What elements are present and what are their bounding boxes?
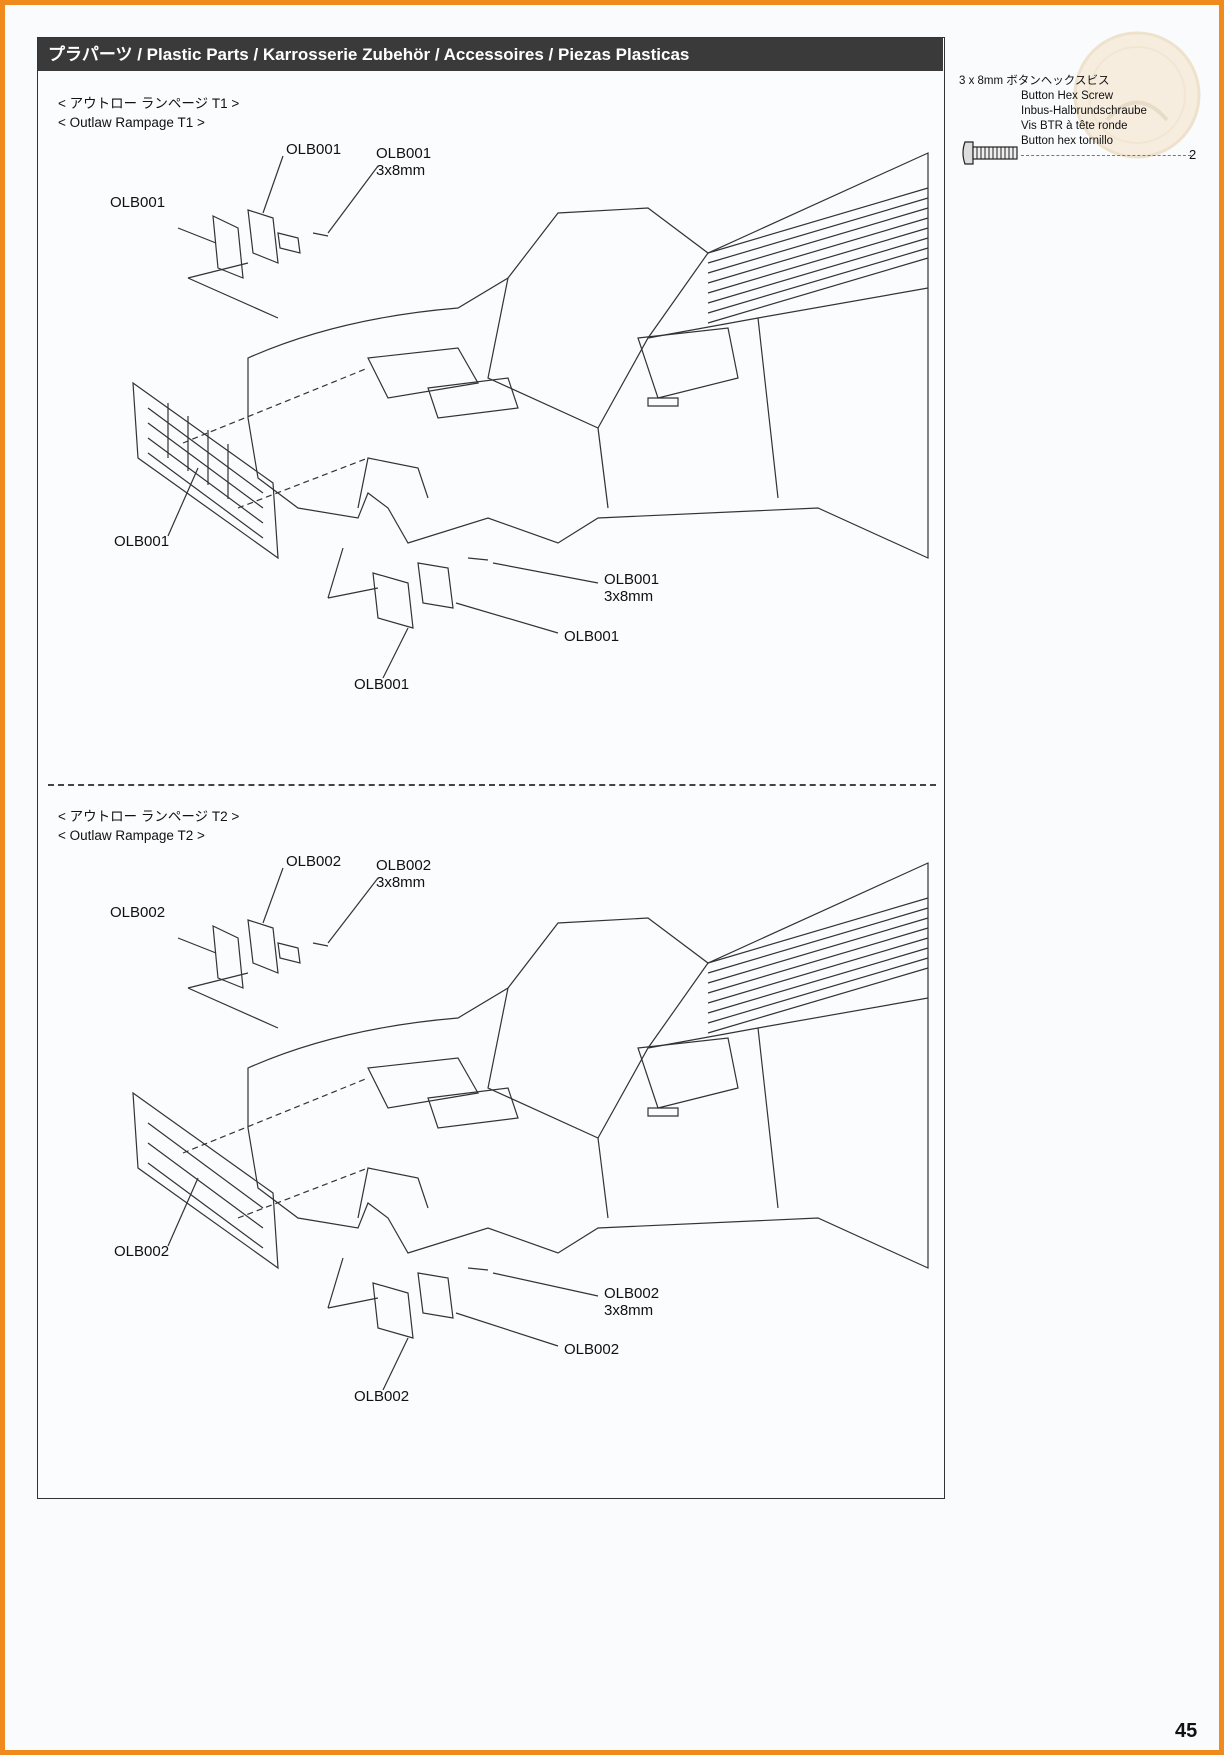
part-label: OLB001 [564,628,620,645]
button-hex-screw-icon [962,141,1018,165]
section2-caption-en: < Outlaw Rampage T2 > [58,828,205,843]
part-label: OLB002 [286,853,342,870]
main-frame: プラパーツ / Plastic Parts / Karrosserie Zube… [37,37,945,1499]
part-label: OLB001 [604,571,660,588]
screw-name-en: Button Hex Screw [1021,90,1114,102]
lamp-bracket-bottom-t1 [372,557,489,629]
screw-size-label: 3x8mm [376,874,426,891]
screw-size: 3 x 8mm [959,75,1004,87]
lamp-bracket-top-t2 [212,919,329,989]
part-label: OLB002 [110,904,166,921]
part-label: OLB001 [114,533,170,550]
truck-body-drawing-t1 [247,152,929,559]
screw-size-label: 3x8mm [604,588,654,605]
part-label: OLB001 [110,194,166,211]
screw-name-fr: Vis BTR à tête ronde [1021,120,1128,132]
part-label: OLB002 [114,1243,170,1260]
section-divider [48,784,936,786]
part-label: OLB002 [564,1341,620,1358]
part-label: OLB001 [354,676,410,693]
screw-quantity: 2 [1189,147,1197,162]
lamp-bracket-top-t1 [212,209,329,279]
screw-name-de: Inbus-Halbrundschraube [1021,105,1147,117]
grille-part-t1 [132,381,279,560]
section-header: プラパーツ / Plastic Parts / Karrosserie Zube… [38,38,943,71]
section1-caption-jp: < アウトロー ランページ T1 > [58,96,240,111]
grille-part-t2 [132,1091,279,1270]
part-label: OLB002 [604,1285,660,1302]
screw-size-label: 3x8mm [604,1302,654,1319]
screw-legend: 3 x 8mm ボタンヘックスビス Button Hex Screw Inbus… [957,70,1207,180]
page-number: 45 [1175,1720,1198,1742]
assembly-drawings [132,152,929,1391]
quantity-leader [1021,155,1191,156]
lamp-bracket-bottom-t2 [372,1267,489,1339]
watermark-logo [1073,31,1201,159]
part-label: OLB001 [286,141,342,158]
section1-caption-en: < Outlaw Rampage T1 > [58,115,205,130]
section2-caption-jp: < アウトロー ランページ T2 > [58,809,240,824]
screw-size-label: 3x8mm [376,162,426,179]
screw-name-es: Button hex tornillo [1021,135,1114,147]
screw-name-jp: ボタンヘックスビス [1006,75,1110,87]
part-label: OLB001 [376,145,432,162]
part-label: OLB002 [354,1388,410,1405]
part-label: OLB002 [376,857,432,874]
truck-body-drawing-t2 [247,862,929,1269]
